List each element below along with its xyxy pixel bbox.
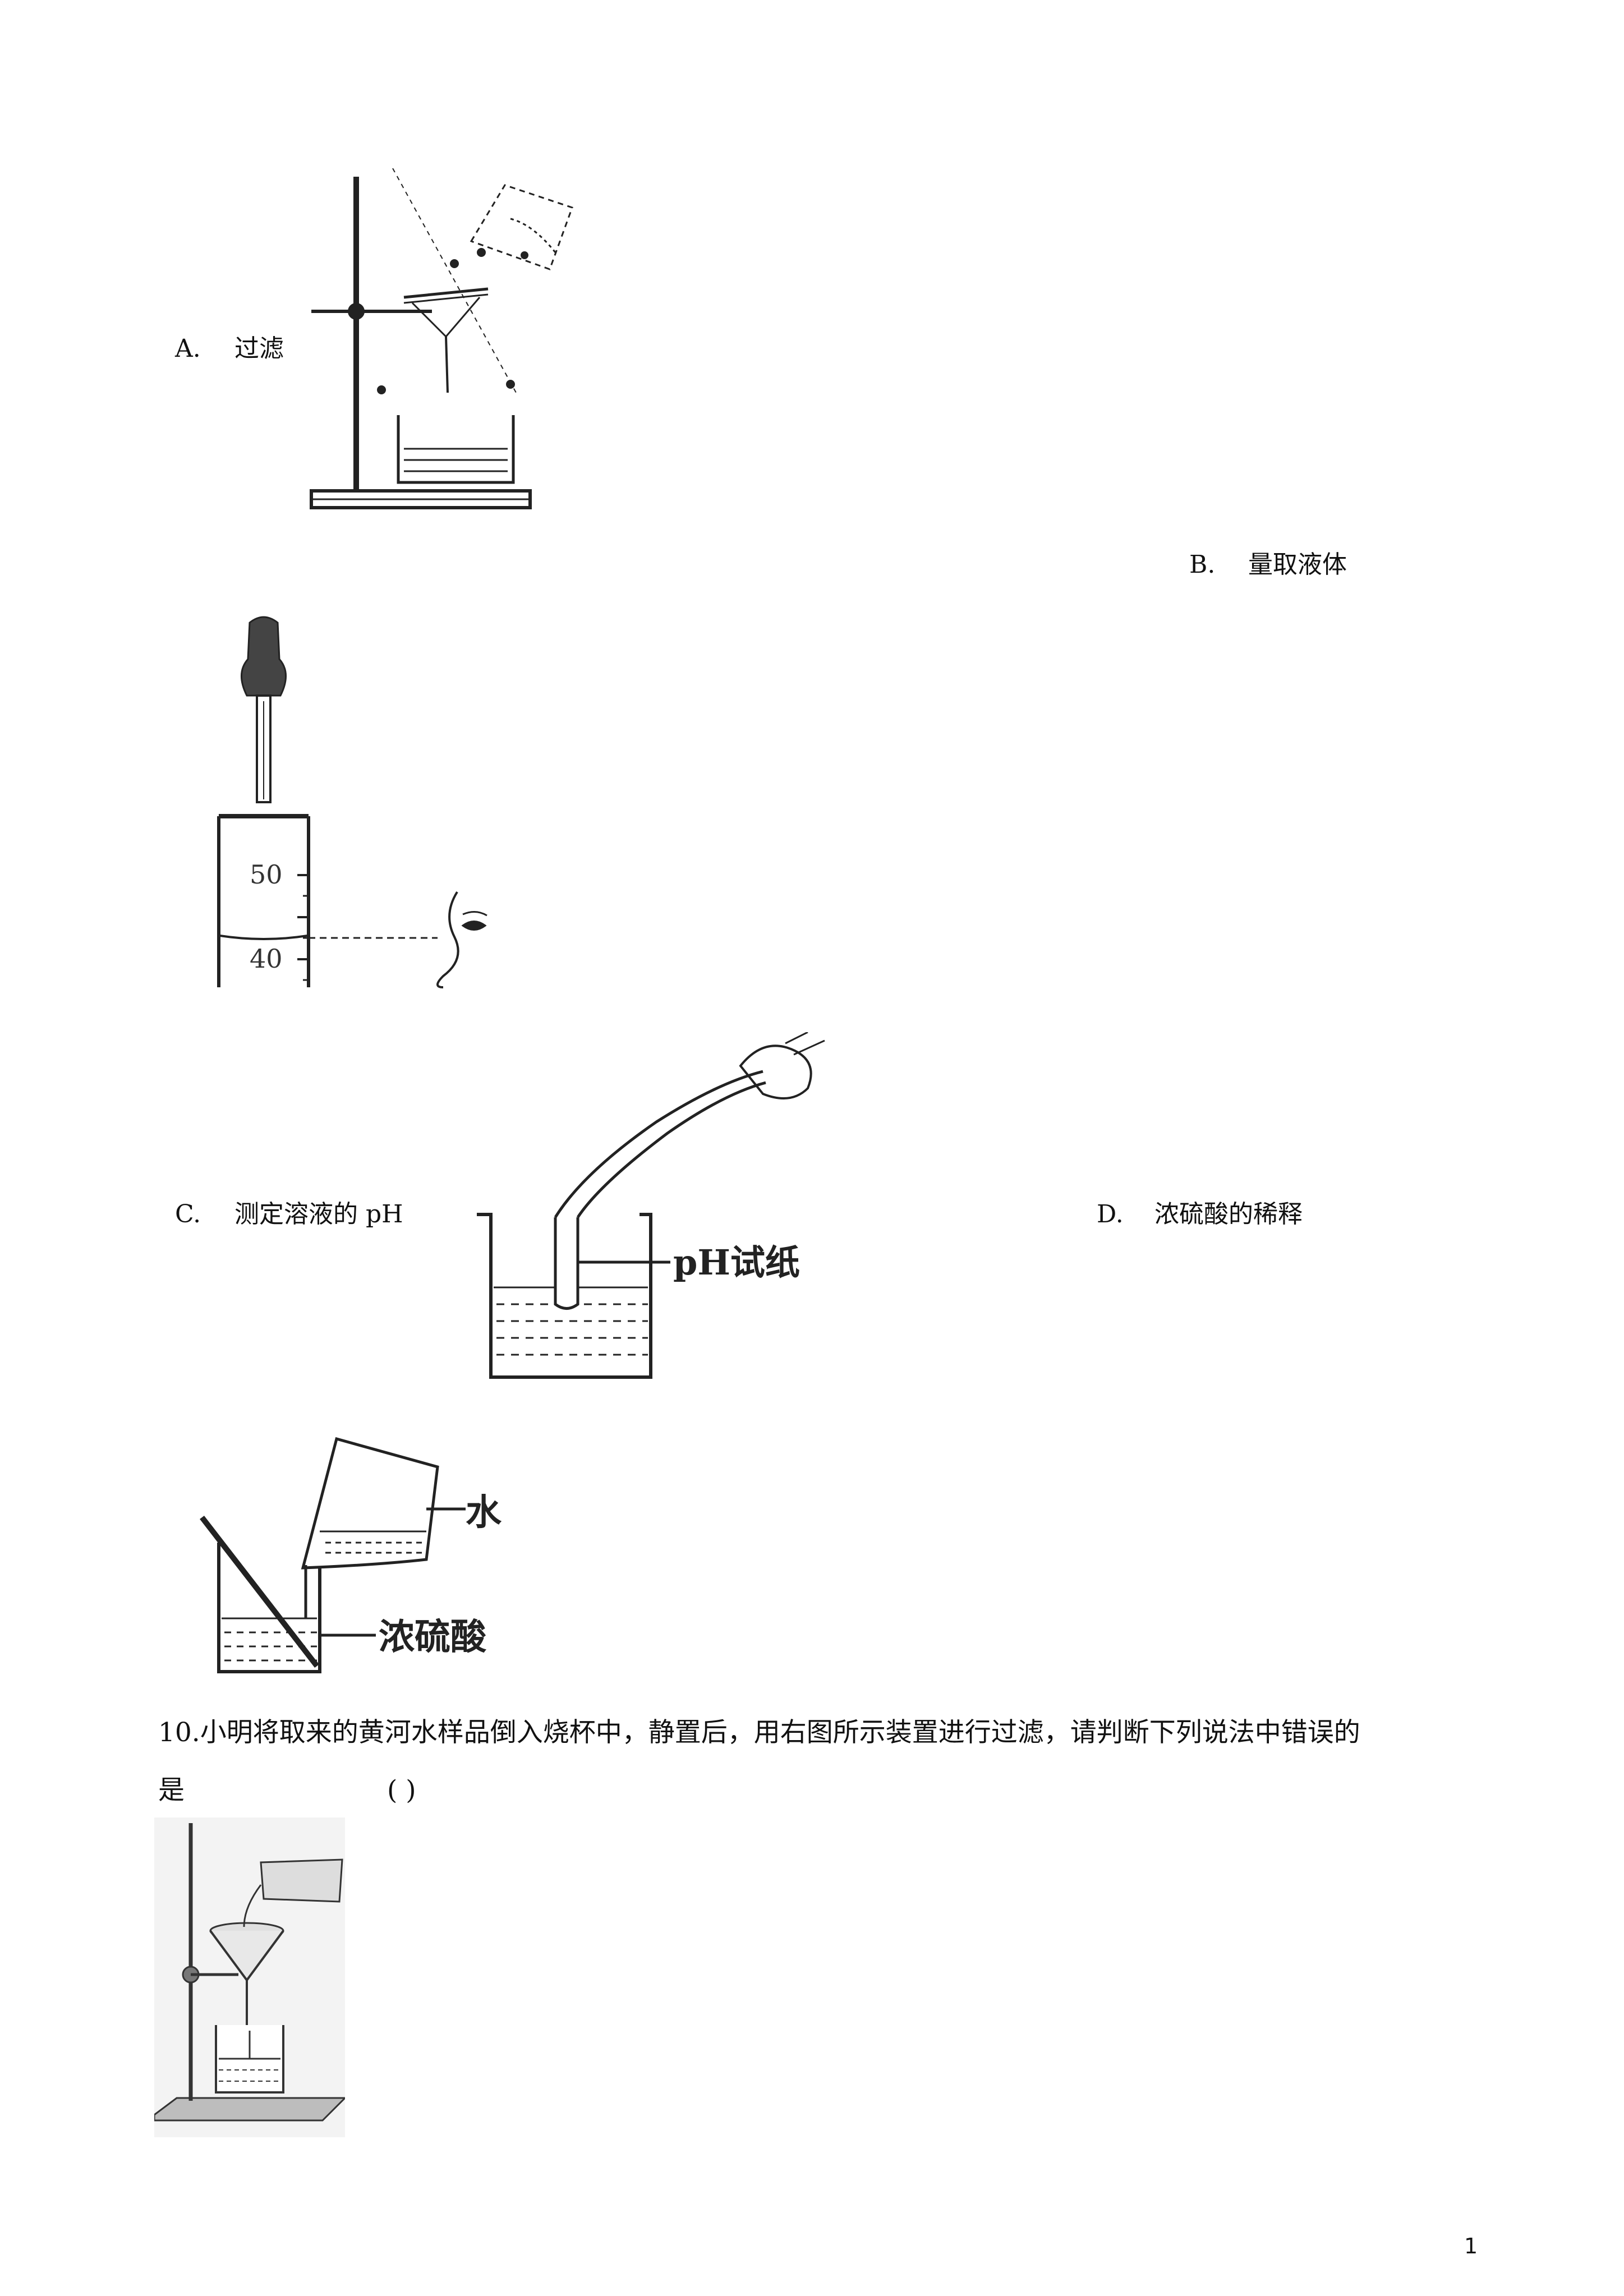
option-c-letter: C. (175, 1200, 201, 1228)
option-a-letter: A. (175, 334, 201, 363)
option-d-letter: D. (1097, 1200, 1124, 1228)
ph-test-figure: pH试纸 (477, 1032, 825, 1379)
concentrated-sulfuric-acid-label: 浓硫酸 (379, 1616, 487, 1658)
cylinder-mark-40: 40 (250, 944, 283, 974)
ph-paper-label: pH试纸 (673, 1242, 800, 1283)
page-number: 1 (1464, 2234, 1478, 2258)
graduated-cylinder-figure: 50 40 (217, 616, 487, 988)
option-b-letter: B. (1189, 550, 1216, 579)
option-c-label: 测定溶液的 pH (234, 1200, 403, 1228)
cylinder-mark-50: 50 (250, 859, 283, 890)
question-10-answer-paren: ( ) (387, 1775, 416, 1806)
acid-dilution-figure: 水 浓硫酸 (200, 1437, 502, 1673)
filtration-apparatus-figure (310, 168, 573, 509)
river-water-filtration-figure (154, 1818, 345, 2137)
option-d-label: 浓硫酸的稀释 (1154, 1200, 1303, 1228)
question-10-line2-start: 是 (158, 1775, 185, 1806)
option-b-label: 量取液体 (1248, 550, 1347, 579)
question-10-line1: 10.小明将取来的黄河水样品倒入烧杯中，静置后，用右图所示装置进行过滤，请判断下… (158, 1717, 1360, 1748)
option-a-label: 过滤 (234, 334, 284, 363)
water-label: 水 (466, 1492, 502, 1534)
